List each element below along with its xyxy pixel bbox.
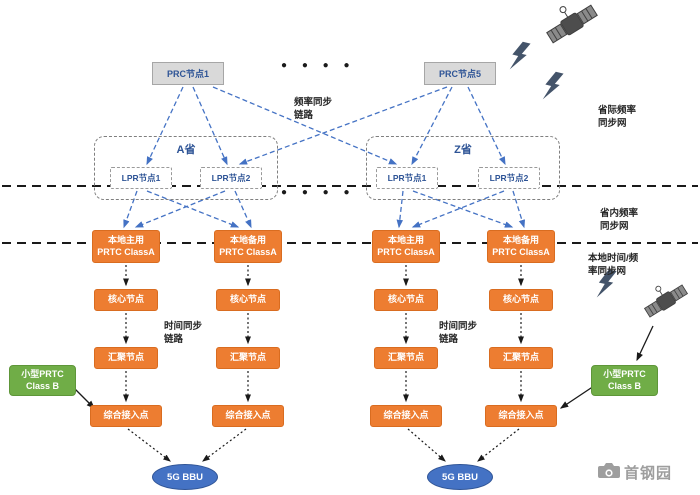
aggregation-node-3: 汇聚节点 (374, 347, 438, 369)
prtc-class: PRTC ClassA (377, 246, 435, 257)
access-node-1: 综合接入点 (90, 405, 162, 427)
province-z-label: Z省 (454, 144, 472, 156)
node-lpr-a1: LPR节点1 (110, 167, 172, 189)
ellipsis-dots-top: ● ● ● ● (281, 60, 356, 71)
prtc-class: PRTC ClassA (97, 246, 155, 257)
node-lpr-a2: LPR节点2 (200, 167, 262, 189)
prtc-b-class: Class B (25, 380, 60, 391)
prtc-b-name: 小型PRTC (603, 368, 646, 379)
satellite-icon-top (538, 0, 599, 46)
province-a-label: A省 (176, 144, 196, 156)
node-prtc-a-1: 本地主用 PRTC ClassA (92, 230, 160, 263)
time-sync-links (123, 265, 524, 462)
node-lpr-z1: LPR节点1 (376, 167, 438, 189)
core-node-4: 核心节点 (489, 289, 553, 311)
bbu-node-right: 5G BBU (427, 464, 493, 490)
watermark-logo-icon (598, 463, 620, 478)
node-prtc-a-2: 本地备用 PRTC ClassA (214, 230, 282, 263)
province-z-group (366, 136, 560, 200)
province-a-group (94, 136, 278, 200)
watermark-text: 首钢园 (624, 465, 673, 482)
node-prtc-a-4: 本地备用 PRTC ClassA (487, 230, 555, 263)
layer-divider-lines (2, 185, 698, 244)
prtc-b-name: 小型PRTC (21, 368, 64, 379)
access-node-3: 综合接入点 (370, 405, 442, 427)
frequency-sync-links (123, 86, 526, 229)
ellipsis-dots-middle: ● ● ● ● (281, 187, 356, 198)
bbu-node-left: 5G BBU (152, 464, 218, 490)
freq-sync-link-label: 频率同步链路 (294, 97, 333, 122)
core-node-1: 核心节点 (94, 289, 158, 311)
time-sync-link-label-right: 时间同步链路 (439, 321, 478, 346)
node-prc-5: PRC节点5 (424, 62, 496, 85)
satellite-icon-right (637, 274, 689, 319)
intra-province-network-label: 省内频率同步网 (600, 208, 639, 233)
prtc-role: 本地主用 (107, 234, 144, 245)
prtc-class: PRTC ClassA (492, 246, 550, 257)
node-prc-1: PRC节点1 (152, 62, 224, 85)
prtc-class: PRTC ClassA (219, 246, 277, 257)
node-prtc-b-right: 小型PRTC Class B (591, 365, 658, 396)
aggregation-node-1: 汇聚节点 (94, 347, 158, 369)
prtc-role: 本地主用 (387, 234, 424, 245)
core-node-3: 核心节点 (374, 289, 438, 311)
prtc-role: 本地备用 (229, 234, 266, 245)
access-node-2: 综合接入点 (212, 405, 284, 427)
aggregation-node-4: 汇聚节点 (489, 347, 553, 369)
access-node-4: 综合接入点 (485, 405, 557, 427)
prtc-b-class: Class B (607, 380, 642, 391)
time-sync-link-label-left: 时间同步链路 (164, 321, 203, 346)
aggregation-node-2: 汇聚节点 (216, 347, 280, 369)
node-lpr-z2: LPR节点2 (478, 167, 540, 189)
local-time-freq-network-label: 本地时间/频率同步网 (588, 253, 639, 278)
core-node-2: 核心节点 (216, 289, 280, 311)
inter-province-network-label: 省际频率同步网 (598, 105, 637, 130)
node-prtc-b-left: 小型PRTC Class B (9, 365, 76, 396)
node-prtc-a-3: 本地主用 PRTC ClassA (372, 230, 440, 263)
prtc-role: 本地备用 (502, 234, 539, 245)
